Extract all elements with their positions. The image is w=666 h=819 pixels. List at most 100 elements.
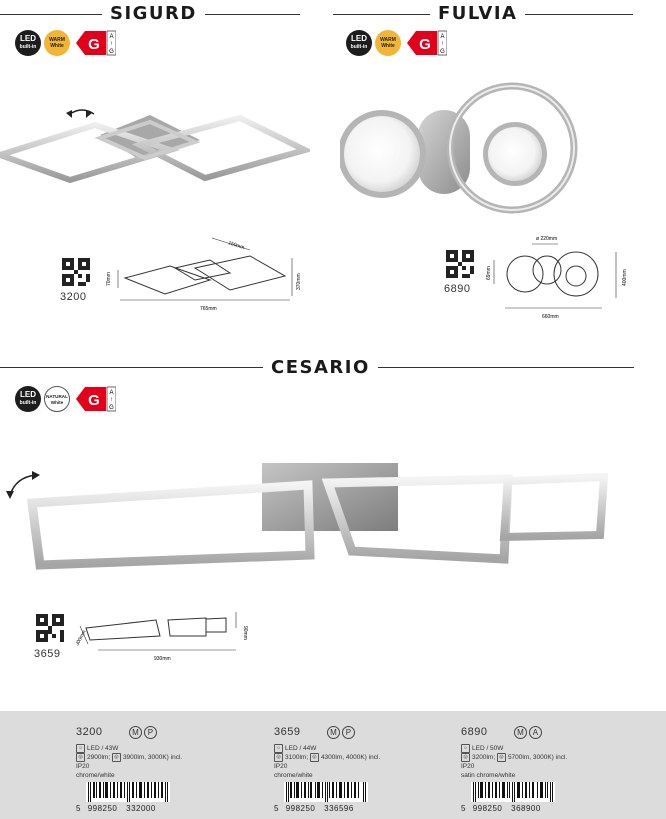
fulvia-width-dim: 660mm (542, 314, 559, 320)
mark-m-icon: M (128, 726, 142, 739)
power: LED / 43W (87, 745, 119, 753)
led-badge-sub: built-in (19, 400, 37, 406)
energy-scale-top: A (109, 390, 113, 396)
energy-label-icon-fulvia: G A ↑ G (407, 30, 447, 56)
cesario-width-dim: 930mm (154, 656, 171, 662)
cesario-qr-code (36, 614, 64, 647)
fulvia-diameter-dim: ø 220mm (536, 236, 557, 242)
product-code: 6890 (461, 726, 488, 738)
fulvia-product-image (340, 82, 578, 214)
warm-badge-label: WARM (49, 37, 65, 43)
fulvia-height-dim: 69mm (486, 266, 492, 280)
cesario-product-image (6, 463, 609, 570)
ip-rating: IP20 (461, 763, 475, 771)
cesario-depth-dim: 300mm (76, 629, 88, 647)
mark-m-icon: M (513, 726, 527, 739)
lumen-max-icon: ◎ (309, 753, 319, 763)
sigurd-height-dim: 70mm (106, 272, 112, 286)
product-code: 3659 (274, 726, 301, 738)
sigurd-module-dim: 150mm (227, 240, 245, 251)
finish: chrome/white (76, 772, 115, 780)
ip-rating: IP20 (76, 763, 90, 771)
barcode-3200 (86, 782, 170, 803)
lumen-icon: ◎ (461, 753, 470, 763)
cesario-title: CESARIO (263, 357, 378, 379)
lumen: 3100lm; (285, 754, 310, 762)
led-badge-label: LED (20, 390, 36, 399)
energy-label-icon-cesario: G A ↑ G (76, 386, 116, 412)
ean-group-b: 368900 (511, 804, 541, 814)
ean-group-b: 332000 (126, 804, 156, 814)
ip-rating: IP20 (274, 763, 288, 771)
fulvia-depth-dim: 400mm (622, 269, 628, 286)
sigurd-product-image (0, 109, 310, 184)
qr-code-icon (62, 258, 90, 286)
ean-group-a: 998250 (472, 804, 503, 814)
ean-group-b: 336596 (324, 804, 354, 814)
lumen: 2900lm; (87, 754, 112, 762)
warm-badge-sub: White (50, 43, 64, 49)
energy-scale-top: A (109, 34, 113, 40)
energy-scale-bottom: G (109, 49, 114, 55)
lumen-max: 5700lm, 3000K) incl. (507, 754, 568, 762)
energy-class: G (419, 36, 431, 53)
mark-a-icon: A (528, 726, 542, 739)
energy-scale-bottom: G (109, 405, 114, 411)
energy-scale-arrow: ↑ (110, 41, 113, 47)
ean-group-a: 998250 (285, 804, 316, 814)
ean-lead: 5 (274, 804, 279, 814)
fulvia-qr-code (446, 250, 474, 283)
ean-lead: 5 (76, 804, 81, 814)
qr-code-icon (36, 614, 64, 642)
fulvia-title: FULVIA (430, 3, 526, 25)
mark-p-icon: P (341, 726, 355, 739)
power: LED / 44W (285, 745, 317, 753)
lumen-max-icon: ◎ (496, 753, 506, 763)
ean-group-a: 998250 (87, 804, 118, 814)
sigurd-width-dim: 765mm (200, 306, 217, 312)
ean-lead: 5 (461, 804, 466, 814)
lumen-icon: ◎ (274, 753, 283, 763)
sigurd-depth-dim: 370mm (296, 273, 302, 290)
energy-scale-arrow: ↑ (441, 41, 444, 47)
natural-badge-label: NATURAL (46, 394, 68, 399)
barcode-6890 (471, 782, 555, 803)
lumen-max-icon: ◎ (111, 753, 121, 763)
cesario-height-dim: 90mm (242, 626, 248, 640)
finish: satin chrome/white (461, 772, 516, 780)
energy-scale-arrow: ↑ (110, 397, 113, 403)
fulvia-code: 6890 (444, 283, 471, 295)
led-badge-sub: built-in (350, 44, 368, 50)
cesario-dimension-drawing: 930mm 90mm 300mm (76, 612, 248, 662)
fulvia-dimension-drawing: ø 220mm 660mm 69mm 400mm (486, 236, 628, 320)
sigurd-qr-code (62, 258, 90, 291)
lumen: 3200lm; (472, 754, 497, 762)
energy-scale-top: A (440, 34, 444, 40)
mark-p-icon: P (143, 726, 157, 739)
finish: chrome/white (274, 772, 313, 780)
sigurd-title: SIGURD (102, 3, 205, 25)
led-badge-label: LED (351, 34, 367, 43)
energy-class: G (88, 392, 100, 409)
power: LED / 50W (472, 745, 504, 753)
qr-code-icon (446, 250, 474, 278)
warm-badge-sub: White (381, 43, 395, 49)
rotate-arrow-icon (69, 109, 95, 115)
energy-scale-bottom: G (440, 49, 445, 55)
bulb-icon: ☼ (274, 744, 283, 753)
energy-class: G (88, 36, 100, 53)
product-code: 3200 (76, 726, 103, 738)
barcode-3659 (284, 782, 368, 803)
lumen-max: 4300lm, 4000K) incl. (320, 754, 381, 762)
led-badge-sub: built-in (19, 44, 37, 50)
warm-badge-label: WARM (380, 37, 396, 43)
energy-label-icon: G A ↑ G (76, 30, 116, 56)
sigurd-code: 3200 (60, 291, 87, 303)
cesario-code: 3659 (34, 648, 61, 660)
